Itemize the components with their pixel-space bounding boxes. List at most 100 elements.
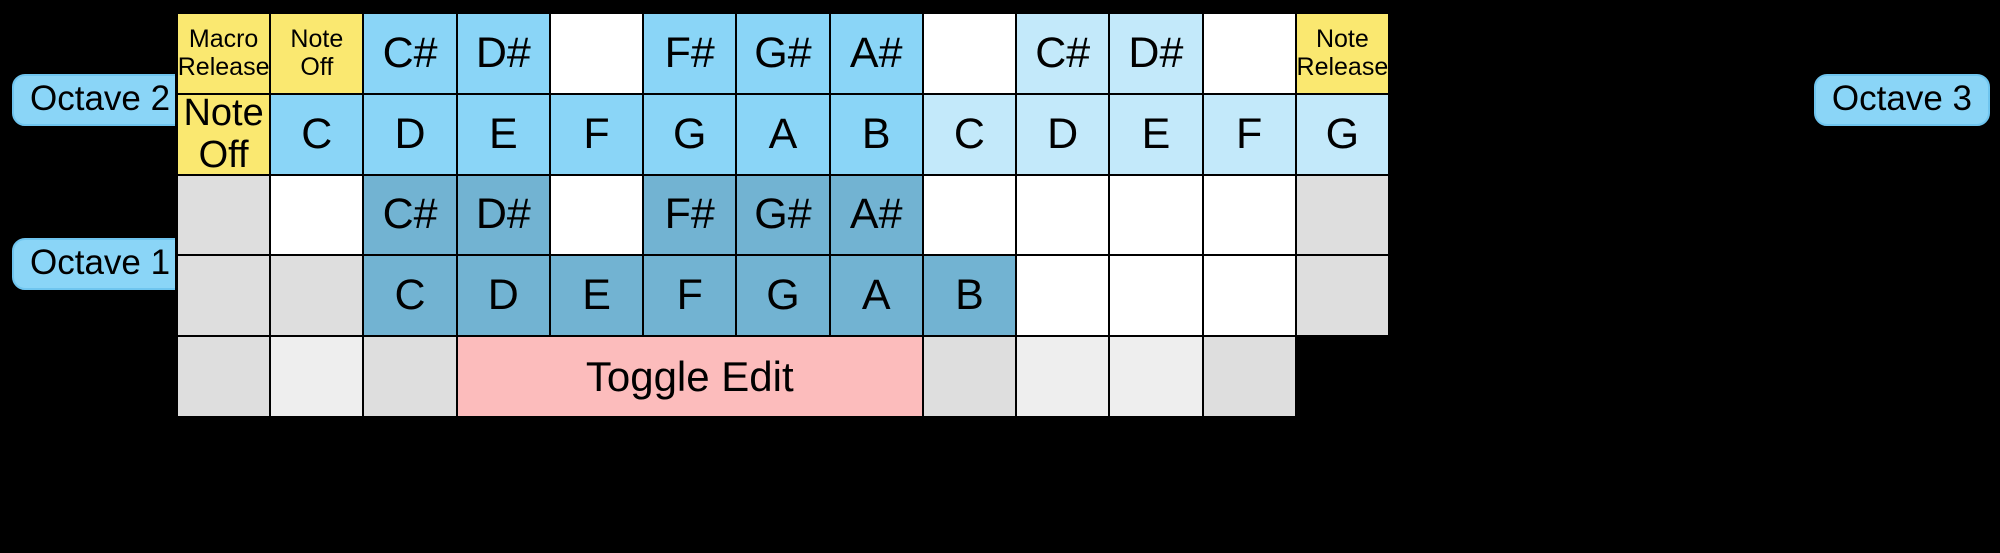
cell-r2-key-white-f[interactable]: F [549, 93, 644, 175]
cell-r4-key-white-f[interactable]: F [643, 255, 737, 337]
cell-r4-disabled [270, 255, 364, 337]
cell-label: G [1325, 109, 1360, 158]
cell-label: C [394, 271, 426, 320]
cell-r3-empty [1016, 174, 1110, 256]
cell-label: Toggle Edit [585, 352, 794, 400]
cell-label: A [861, 271, 891, 320]
cell-r3-key-black-fsharp[interactable]: F# [643, 174, 737, 256]
cell-label: B [955, 271, 984, 320]
cell-label: Note Off [183, 93, 264, 175]
cell-r5-disabled [1016, 336, 1110, 417]
cell-label: A [768, 109, 798, 158]
cell-r2-key-white-d[interactable]: D [1016, 93, 1110, 175]
cell-r1-empty [549, 13, 644, 94]
cell-label: A# [849, 190, 903, 239]
cell-r2-note-off-note-off[interactable]: Note Off [177, 93, 271, 175]
cell-r2-key-white-g[interactable]: G [1295, 93, 1389, 175]
cell-r4-empty [1202, 255, 1296, 337]
cell-r3-key-black-gsharp[interactable]: G# [736, 174, 830, 256]
cell-r4-empty [1109, 255, 1203, 337]
cell-label: E [488, 109, 518, 158]
cell-r5-disabled [922, 336, 1017, 417]
cell-r4-key-white-e[interactable]: E [549, 255, 644, 337]
cell-r1-key-black-fsharp[interactable]: F# [643, 13, 737, 94]
cell-r3-empty [549, 174, 644, 256]
cell-r4-key-white-d[interactable]: D [456, 255, 550, 337]
cell-r2-key-white-c[interactable]: C [922, 93, 1017, 175]
cell-r1-key-black-dsharp[interactable]: D# [1109, 13, 1203, 94]
cell-label: E [582, 271, 611, 320]
cell-label: C# [382, 28, 438, 77]
octave-3-label: Octave 3 [1813, 74, 1990, 126]
cell-r2-key-white-g[interactable]: G [643, 93, 737, 175]
cell-r1-empty [922, 13, 1017, 94]
cell-r1-key-black-gsharp[interactable]: G# [736, 13, 830, 94]
cell-r4-key-white-a[interactable]: A [829, 255, 923, 337]
cell-r3-key-black-asharp[interactable]: A# [829, 174, 923, 256]
cell-r1-note-release-note-release[interactable]: Note Release [1295, 13, 1389, 94]
cell-label: F# [664, 28, 715, 77]
cell-label: A# [849, 28, 903, 77]
cell-label: C# [1035, 28, 1091, 77]
cell-r2-key-white-e[interactable]: E [1109, 93, 1203, 175]
cell-label: E [1141, 109, 1171, 158]
cell-label: Note Off [290, 25, 344, 82]
cell-label: G [766, 271, 800, 320]
cell-r2-key-white-d[interactable]: D [363, 93, 457, 175]
cell-r1-key-black-dsharp[interactable]: D# [456, 13, 550, 94]
cell-r5-disabled [1202, 336, 1296, 417]
cell-r4-key-white-c[interactable]: C [363, 255, 457, 337]
cell-label: D# [1128, 28, 1184, 77]
cell-r2-key-white-b[interactable]: B [829, 93, 923, 175]
cell-label: C [301, 109, 333, 158]
cell-r4-disabled [177, 255, 271, 337]
cell-label: F [583, 109, 610, 158]
cell-r3-empty [1109, 174, 1203, 256]
octave-1-label: Octave 1 [12, 238, 189, 290]
cell-r2-key-white-e[interactable]: E [456, 93, 550, 175]
cell-r3-key-black-dsharp[interactable]: D# [456, 174, 550, 256]
cell-r2-key-white-f[interactable]: F [1202, 93, 1296, 175]
cell-r3-disabled [177, 174, 271, 256]
cell-r2-key-white-a[interactable]: A [736, 93, 830, 175]
cell-label: F [1236, 109, 1263, 158]
cell-r3-disabled [1295, 174, 1389, 256]
cell-label: F# [664, 190, 715, 239]
cell-label: G# [754, 190, 812, 239]
cell-r4-disabled [1295, 255, 1389, 337]
cell-r1-empty [1202, 13, 1296, 94]
cell-r1-key-black-csharp[interactable]: C# [1016, 13, 1110, 94]
cell-label: G# [754, 28, 812, 77]
cell-r5-disabled [1109, 336, 1203, 417]
cell-r3-empty [922, 174, 1017, 256]
cell-label: D [487, 271, 519, 320]
cell-r4-key-white-g[interactable]: G [736, 255, 830, 337]
cell-label: C [953, 109, 985, 158]
cell-r3-key-black-csharp[interactable]: C# [363, 174, 457, 256]
cell-label: F [676, 271, 703, 320]
cell-r1-macro-release-macro-release[interactable]: Macro Release [177, 13, 271, 94]
cell-label: D [394, 109, 426, 158]
cell-r4-key-white-b[interactable]: B [922, 255, 1017, 337]
cell-label: Macro Release [177, 25, 270, 82]
cell-r1-note-off-note-off[interactable]: Note Off [270, 13, 364, 94]
octave-2-label: Octave 2 [12, 74, 189, 126]
cell-label: G [673, 109, 707, 158]
cell-r3-empty [270, 174, 364, 256]
cell-label: Note Release [1296, 25, 1389, 82]
cell-r5-disabled [177, 336, 271, 417]
cell-label: D# [475, 28, 531, 77]
cell-label: D [1047, 109, 1079, 158]
cell-r5-toggle-edit-toggle edit[interactable]: Toggle Edit [456, 336, 923, 417]
cell-label: C# [382, 190, 438, 239]
cell-r5-disabled [363, 336, 457, 417]
cell-r2-key-white-c[interactable]: C [270, 93, 364, 175]
cell-r4-empty [1016, 255, 1110, 337]
cell-r5-disabled [270, 336, 364, 417]
cell-r3-empty [1202, 174, 1296, 256]
cell-r1-key-black-csharp[interactable]: C# [363, 13, 457, 94]
cell-label: B [861, 109, 891, 158]
cell-r1-key-black-asharp[interactable]: A# [829, 13, 923, 94]
